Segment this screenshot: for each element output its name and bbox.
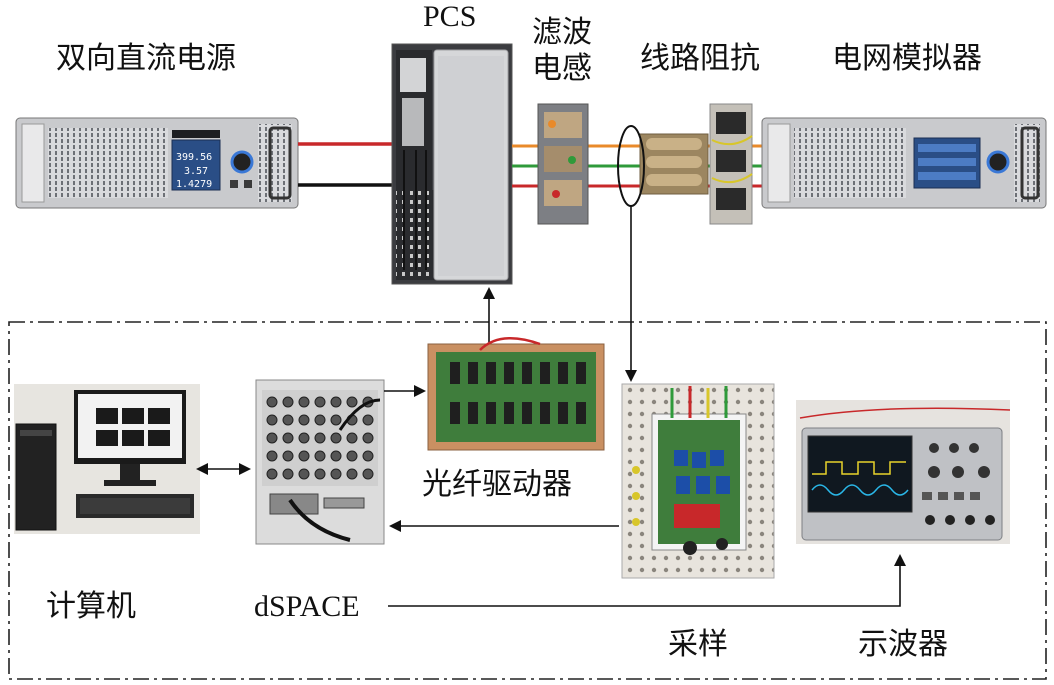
label-line-impedance: 线路阻抗 [640, 41, 760, 76]
computer [14, 384, 200, 534]
label-grid-simulator: 电网模拟器 [832, 41, 982, 76]
grid-simulator [761, 117, 1047, 209]
label-pcs: PCS [423, 0, 477, 33]
line-impedance [639, 103, 753, 225]
label-filter-inductor-line-2: 电感 [532, 51, 592, 86]
dc-power-supply: 399.56 3.57 1.4279 [15, 117, 299, 209]
readout-1: 399.56 [176, 152, 212, 163]
label-fiber-driver: 光纤驱动器 [422, 467, 572, 502]
readout-2: 3.57 [184, 166, 208, 177]
label-computer: 计算机 [46, 589, 136, 624]
label-dspace: dSPACE [254, 590, 360, 623]
filter-inductor [537, 103, 589, 225]
dspace-unit [255, 379, 385, 545]
label-filter-inductor: 滤波 电感 [532, 18, 602, 84]
sampling-board [621, 383, 775, 579]
oscilloscope [796, 400, 1011, 544]
fiber-driver-board [427, 337, 605, 451]
readout-3: 1.4279 [176, 179, 212, 190]
pcs-cabinet [391, 43, 513, 285]
label-filter-inductor-line-1: 滤波 [532, 15, 592, 50]
label-sampling: 采样 [668, 627, 728, 662]
arrow-dspace-to-oscilloscope [388, 554, 906, 607]
label-dc-source: 双向直流电源 [56, 41, 236, 76]
label-oscilloscope: 示波器 [858, 627, 948, 662]
